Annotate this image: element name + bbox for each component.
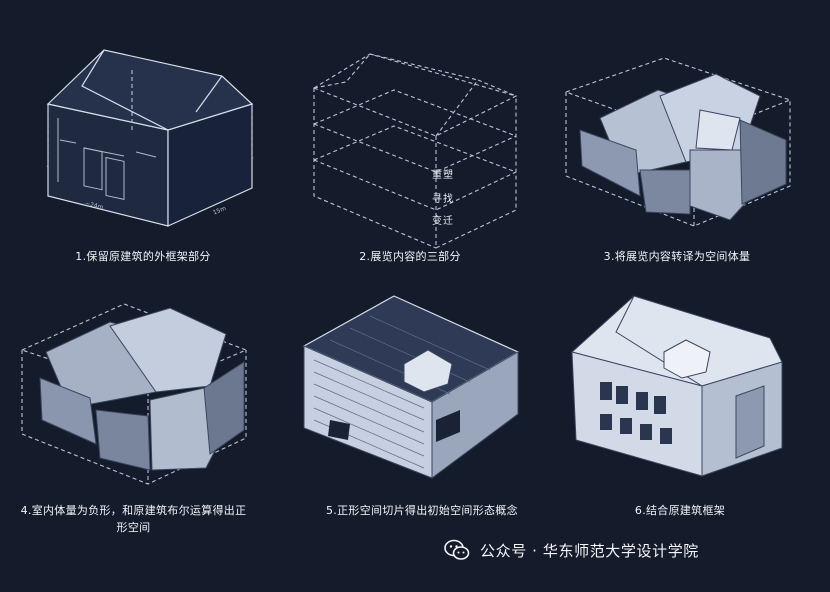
panel-2-layer-3: 变迁: [432, 216, 454, 227]
panel-3-volumes: [564, 57, 792, 227]
caption-6: 6.结合原建筑框架: [634, 504, 726, 517]
caption-1: 1.保留原建筑的外框架部分: [75, 250, 211, 263]
panel-4-boolean: [20, 303, 248, 485]
caption-5: 5.正形空间切片得出初始空间形态概念: [326, 504, 518, 517]
caption-3: 3.将展览内容转译为空间体量: [603, 250, 751, 263]
watermark-text: 公众号 · 华东师范大学设计学院: [480, 541, 699, 560]
wechat-icon: [444, 539, 470, 560]
caption-4: 4.室内体量为负形，和原建筑布尔运算得出正形空间: [20, 504, 247, 534]
panel-6-combined: [570, 295, 783, 477]
panel-5-sliced: [302, 295, 520, 479]
panel-2-layered-house: [312, 53, 518, 249]
panel-1-frame-house: [46, 49, 254, 227]
caption-2: 2.展览内容的三部分: [359, 250, 461, 263]
panel-2-layer-2: 寻找: [432, 194, 454, 205]
panel-2-layer-1: 重塑: [432, 170, 454, 181]
watermark: 公众号 · 华东师范大学设计学院: [444, 537, 699, 563]
